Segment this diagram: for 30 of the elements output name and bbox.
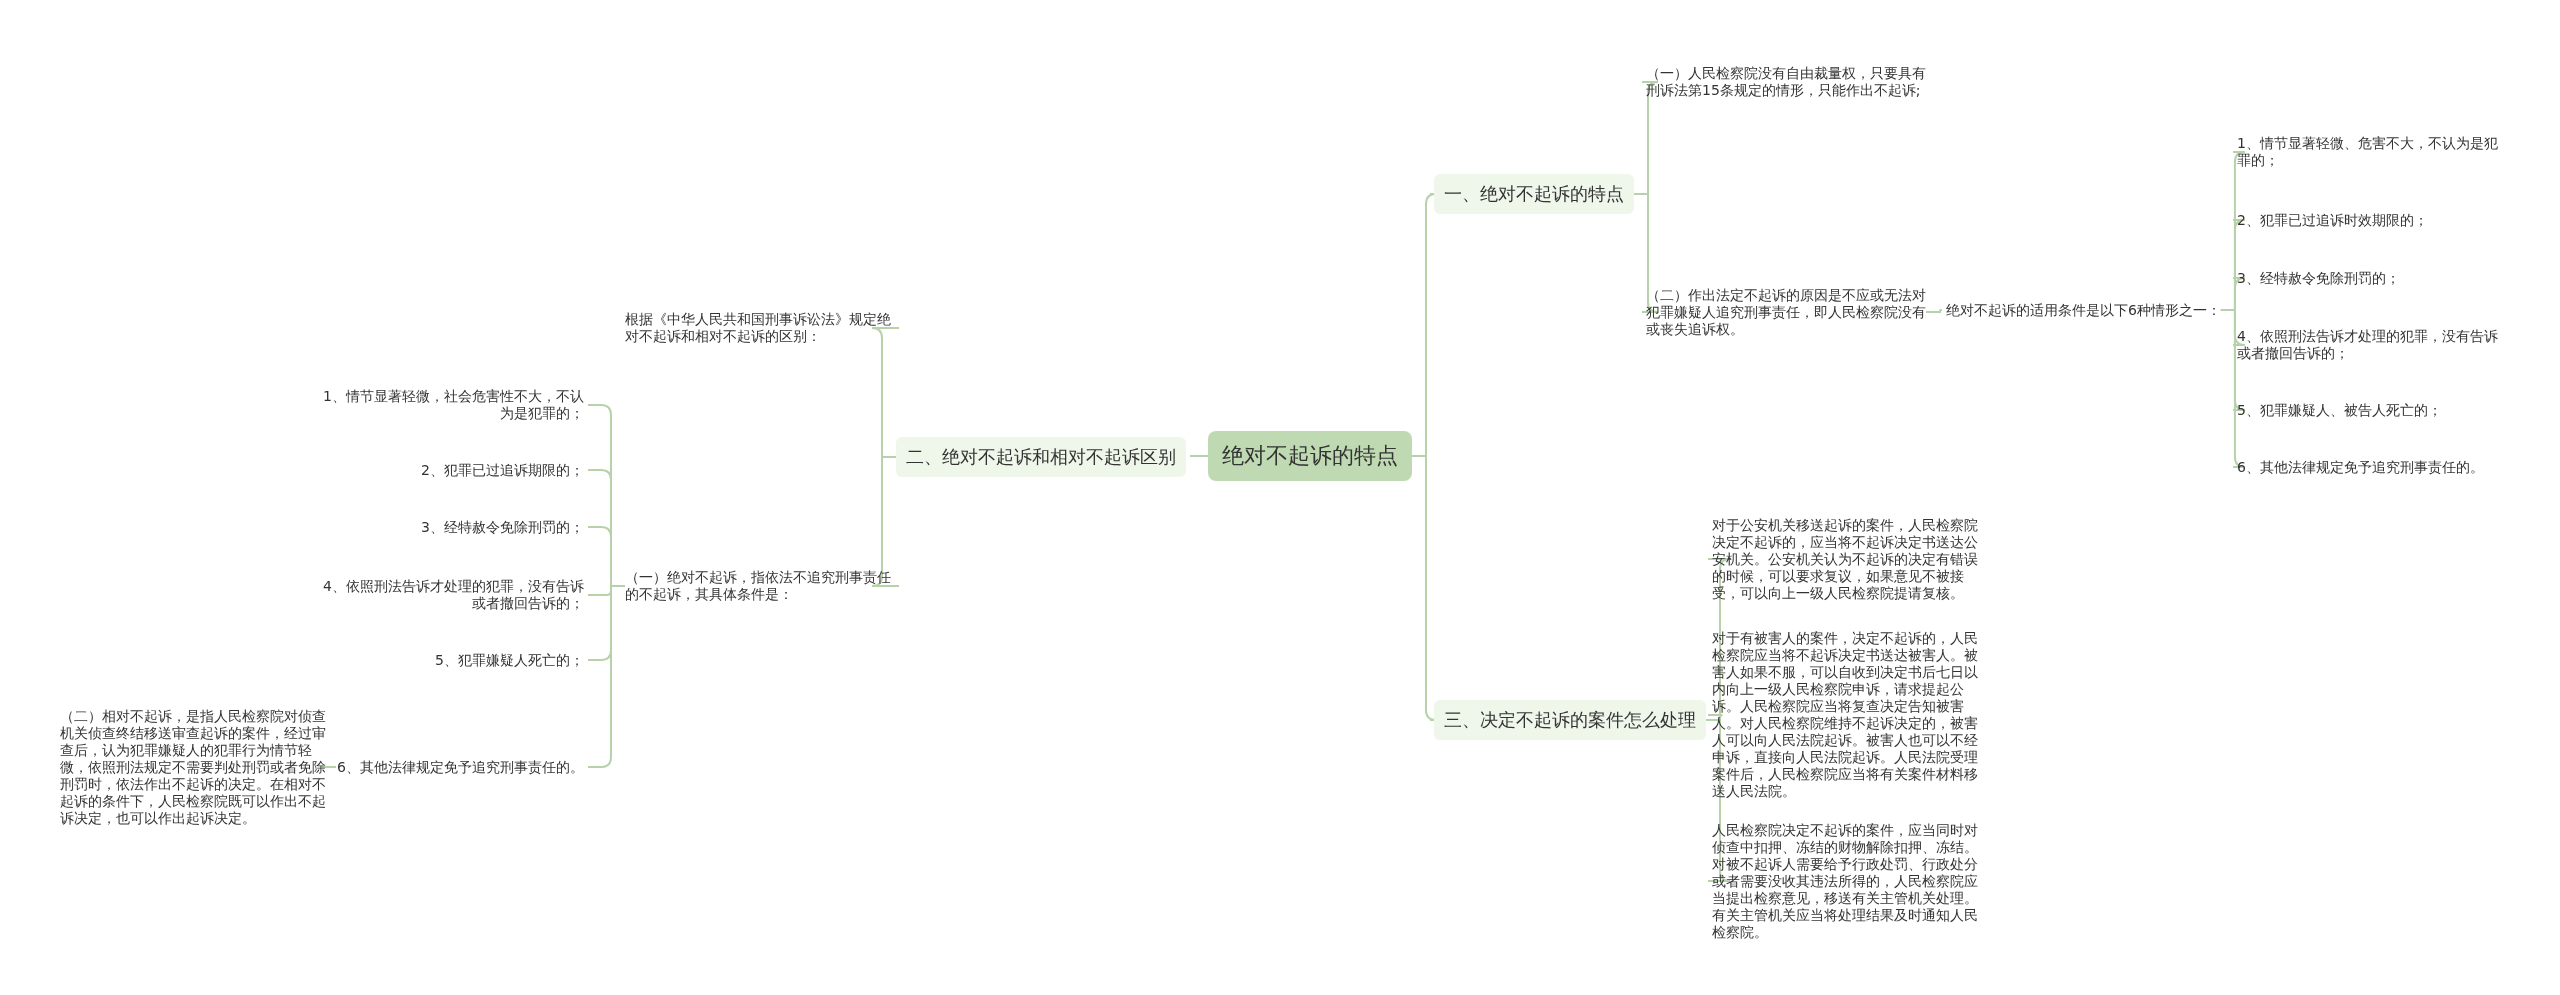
connector-line [1189,455,1209,457]
connector-line [871,327,900,458]
topic-box: 二、绝对不起诉和相对不起诉区别 [896,437,1186,477]
topic-text: 2、犯罪已过追诉时效期限的； [2237,211,2502,229]
topic-box: 三、决定不起诉的案件怎么处理 [1434,700,1706,740]
topic-text: （一）绝对不起诉，指依法不追究刑事责任的不起诉，其具体条件是： [625,569,895,603]
topic-text: 2、犯罪已过追诉期限的； [322,461,584,479]
topic-text: 1、情节显著轻微、危害不大，不认为是犯罪的； [2237,135,2502,169]
topic-text: （二）相对不起诉，是指人民检察院对侦查机关侦查终结移送审查起诉的案件，经过审查后，认为犯罪嫌疑人的犯罪行为情节轻微，依照刑法规定不需要判处刑罚或者免除刑罚时，依法作出不起诉的决定。在相对不起诉的条件下，人民检察院既可以作出不起诉决定，也可以作出起诉决定。 [60,707,332,827]
topic-text: 对于有被害人的案件，决定不起诉的，人民检察院应当将不起诉决定书送达被害人。被害人如果不服，可以自收到决定书后七日以内向上一级人民检察院申诉，请求提起公诉。人民检察院应当将复查决定告知被害人。对人民检察院维持不起诉决定的，被害人可以向人民法院起诉。被害人也可以不经申诉，直接向人民法院起诉。人民法院受理案件后，人民检察院应当将有关案件材料移送人民法院。 [1712,630,1984,800]
topic-text: 绝对不起诉的适用条件是以下6种情形之一： [1946,301,2221,319]
topic-text: 5、犯罪嫌疑人死亡的； [322,651,584,669]
topic-text: 5、犯罪嫌疑人、被告人死亡的； [2237,401,2502,419]
topic-text: 3、经特赦令免除刑罚的； [322,518,584,536]
topic-text: 4、依照刑法告诉才处理的犯罪，没有告诉或者撤回告诉的； [2237,328,2502,362]
connector-line [1705,719,1731,882]
central-topic: 绝对不起诉的特点 [1208,431,1412,481]
connector-line [871,456,900,587]
connector-line [1925,309,1943,313]
topic-text: 3、经特赦令免除刑罚的； [2237,269,2502,287]
topic-box: 一、绝对不起诉的特点 [1434,174,1634,214]
topic-text: （一）人民检察院没有自由裁量权，只要具有刑诉法第15条规定的情形，只能作出不起诉; [1646,65,1926,99]
topic-text: 6、其他法律规定免予追究刑事责任的。 [2237,458,2502,476]
connector-line [321,766,337,768]
topic-text: 根据《中华人民共和国刑事诉讼法》规定绝对不起诉和相对不起诉的区别： [625,311,895,345]
topic-text: 对于公安机关移送起诉的案件，人民检察院决定不起诉的，应当将不起诉决定书送达公安机关。公安机关认为不起诉的决定有错误的时候，可以要求复议，如果意见不被接受，可以向上一级人民检察院提请复核。 [1712,516,1984,602]
topic-text: 4、依照刑法告诉才处理的犯罪，没有告诉或者撤回告诉的； [322,578,584,612]
topic-text: （二）作出法定不起诉的原因是不应或无法对犯罪嫌疑人追究刑事责任，即人民检察院没有或丧失追诉权。 [1646,286,1926,338]
topic-text: 1、情节显著轻微，社会危害性不大，不认为是犯罪的； [322,388,584,422]
topic-text: 人民检察院决定不起诉的案件，应当同时对侦查中扣押、冻结的财物解除扣押、冻结。对被不起诉人需要给予行政处罚、行政处分或者需要没收其违法所得的，人民检察院应当提出检察意见，移送有关主管机关处理。有关主管机关应当将处理结果及时通知人民检察院。 [1712,821,1984,941]
